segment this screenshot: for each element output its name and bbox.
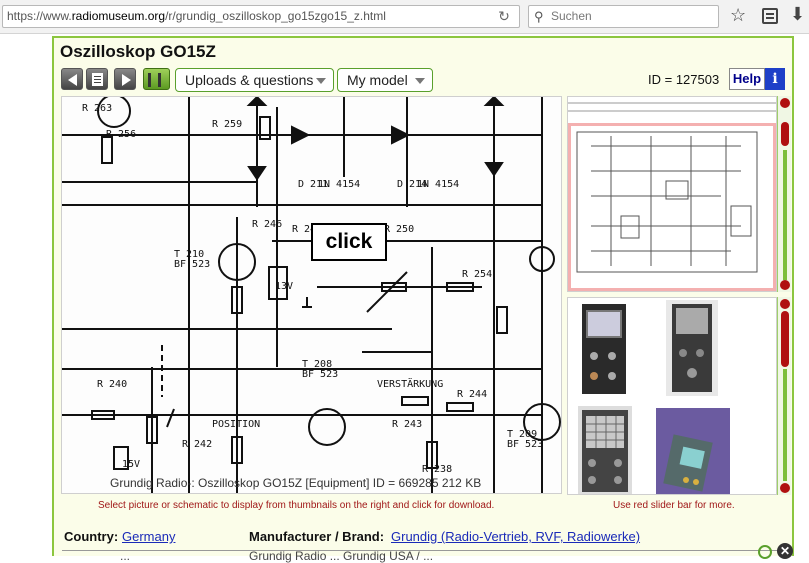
- photo-thumbnail-4: [656, 408, 730, 494]
- slider-top-dot: [780, 98, 790, 108]
- svg-text:T 209: T 209: [507, 429, 537, 440]
- selected-schematic-thumbnail[interactable]: [568, 123, 776, 291]
- svg-text:R 240: R 240: [97, 379, 127, 390]
- schematic-slider[interactable]: [777, 96, 791, 292]
- document-button[interactable]: [86, 68, 108, 90]
- my-model-dropdown-label: My model: [347, 72, 408, 88]
- svg-text:R 238: R 238: [422, 464, 452, 475]
- url-prefix: https://www.: [7, 9, 72, 23]
- svg-text:13V: 13V: [275, 281, 293, 292]
- photo-thumbnail-2: [666, 300, 718, 396]
- svg-text:R 263: R 263: [82, 103, 112, 114]
- bottom-divider: [62, 550, 782, 551]
- download-icon[interactable]: ⬇: [790, 4, 806, 24]
- forward-arrow-icon: [122, 74, 131, 86]
- photo-slider[interactable]: [777, 297, 791, 495]
- svg-text:R 250: R 250: [384, 224, 414, 235]
- svg-text:R 246: R 246: [252, 219, 282, 230]
- photo-thumbnails: [567, 297, 777, 495]
- image-caption: Grundig Radio-: Oszilloskop GO15Z [Equip…: [110, 476, 482, 490]
- svg-text:BF 523: BF 523: [174, 259, 210, 270]
- clipboard-icon[interactable]: [762, 8, 778, 24]
- model-id: ID = 127503: [648, 72, 720, 87]
- reload-icon[interactable]: ↻: [498, 8, 510, 24]
- photo-slider-bottom-dot: [780, 483, 790, 493]
- cut-off-text-right: Grundig Radio ... Grundig USA / ...: [249, 549, 434, 563]
- url-domain: radiomuseum.org: [71, 9, 166, 23]
- svg-text:15V: 15V: [122, 459, 140, 470]
- uploads-dropdown-label: Uploads & questions: [185, 72, 314, 88]
- help-button[interactable]: Help: [729, 68, 765, 90]
- manufacturer-link[interactable]: Grundig (Radio-Vertrieb, RVF, Radiowerke…: [391, 529, 641, 544]
- click-download-button[interactable]: click: [311, 223, 387, 261]
- search-icon: ⚲: [534, 9, 544, 24]
- page-title: Oszilloskop GO15Z: [60, 42, 216, 61]
- grid-button[interactable]: [143, 68, 170, 90]
- slider-hint: Use red slider bar for more.: [613, 500, 735, 511]
- star-icon[interactable]: ☆: [730, 5, 747, 25]
- svg-text:1N 4154: 1N 4154: [417, 179, 459, 190]
- photo-slider-track: [783, 369, 787, 481]
- close-icon[interactable]: ✕: [777, 543, 793, 559]
- status-circle-icon: [758, 545, 772, 559]
- slider-knob[interactable]: [781, 122, 789, 146]
- svg-text:T 210: T 210: [174, 249, 204, 260]
- schematic-drawing: R 263 R 256 R 259 R 246 T 210 BF 523 D 2…: [62, 97, 561, 493]
- uploads-dropdown[interactable]: Uploads & questions: [175, 68, 334, 92]
- svg-text:R 256: R 256: [106, 129, 136, 140]
- svg-text:R 243: R 243: [392, 419, 422, 430]
- cut-off-text-left: ...: [120, 549, 131, 563]
- thumbnail-hint: Select picture or schematic to display f…: [98, 500, 495, 511]
- chevron-down-icon: [415, 78, 425, 84]
- schematic-thumbnail-strip: [568, 97, 776, 119]
- search-placeholder: Suchen: [551, 9, 592, 23]
- svg-text:1N 4154: 1N 4154: [318, 179, 360, 190]
- back-arrow-icon: [68, 74, 77, 86]
- svg-text:POSITION: POSITION: [212, 419, 260, 430]
- slider-bottom-dot: [780, 280, 790, 290]
- svg-text:R 244: R 244: [457, 389, 487, 400]
- photo-thumbnail-strip: [578, 300, 730, 494]
- photo-thumbnail-1: [582, 304, 626, 394]
- svg-text:R 242: R 242: [182, 439, 212, 450]
- back-button[interactable]: [61, 68, 83, 90]
- svg-text:BF 523: BF 523: [302, 369, 338, 380]
- manufacturer-label: Manufacturer / Brand:: [249, 529, 385, 544]
- info-icon[interactable]: i: [765, 68, 785, 90]
- search-input[interactable]: ⚲ Suchen: [528, 5, 719, 28]
- svg-text:D 214: D 214: [397, 179, 427, 190]
- photo-slider-top-dot: [780, 299, 790, 309]
- photo-slider-knob[interactable]: [781, 311, 789, 367]
- forward-button[interactable]: [114, 68, 136, 90]
- svg-text:R 254: R 254: [462, 269, 492, 280]
- document-icon: [92, 73, 103, 86]
- url-path: /r/grundig_oszilloskop_go15zgo15_z.html: [165, 9, 386, 23]
- country-link[interactable]: Germany: [122, 529, 176, 544]
- svg-text:R 249: R 249: [292, 224, 322, 235]
- grid-icon: [148, 73, 161, 87]
- svg-text:D 211: D 211: [298, 179, 328, 190]
- schematic-mini-drawing: [576, 131, 758, 273]
- chevron-down-icon: [316, 78, 326, 84]
- svg-text:T 208: T 208: [302, 359, 332, 370]
- address-bar[interactable]: https://www.radiomuseum.org/r/grundig_os…: [2, 5, 520, 28]
- country-label: Country:: [64, 529, 119, 544]
- photo-thumbnail-3: [578, 406, 632, 494]
- svg-text:R 259: R 259: [212, 119, 242, 130]
- slider-track: [783, 150, 787, 280]
- my-model-dropdown[interactable]: My model: [337, 68, 433, 92]
- schematic-thumbnails: [567, 96, 777, 292]
- browser-toolbar: https://www.radiomuseum.org/r/grundig_os…: [0, 0, 809, 34]
- schematic-viewer[interactable]: R 263 R 256 R 259 R 246 T 210 BF 523 D 2…: [61, 96, 562, 494]
- svg-text:BF 523: BF 523: [507, 439, 543, 450]
- svg-text:VERSTÄRKUNG: VERSTÄRKUNG: [377, 377, 443, 390]
